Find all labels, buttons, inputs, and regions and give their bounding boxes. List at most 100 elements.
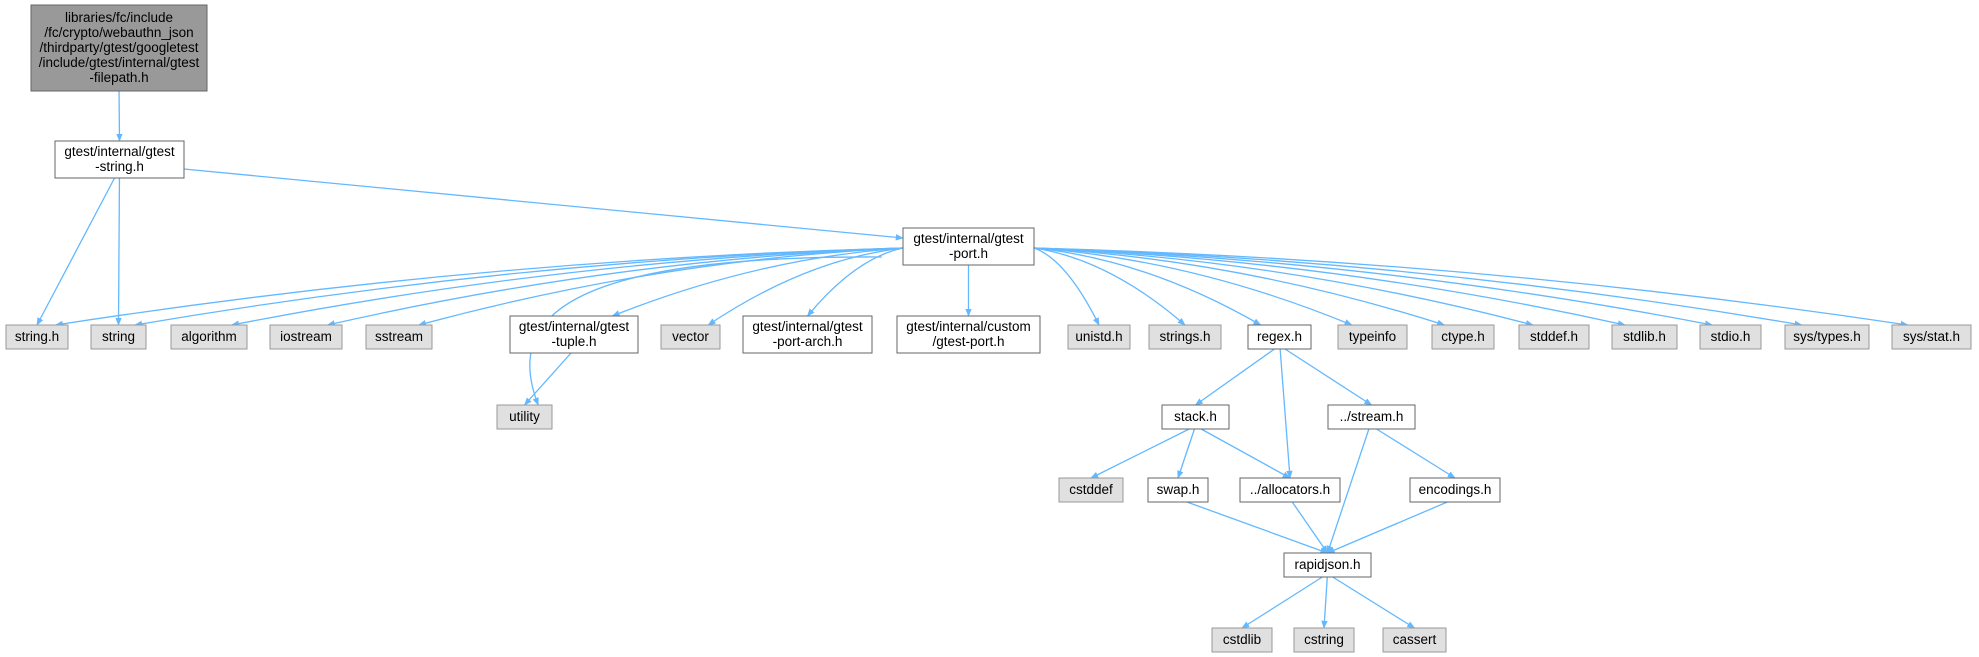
node-sstream-label-line: sstream (375, 329, 423, 344)
node-gport[interactable]: gtest/internal/gtest-port.h (902, 227, 1035, 266)
node-sysstat[interactable]: sys/stat.h (1891, 324, 1972, 350)
node-cstring-label-line: cstring (1304, 632, 1344, 647)
node-stddef-box (1518, 324, 1590, 350)
edge-stack-to-swap (1177, 428, 1196, 479)
node-stack-box (1161, 404, 1230, 430)
node-cstdlib-box (1211, 627, 1273, 653)
edge-stream-to-rapidjson (1326, 428, 1370, 554)
edge-gport-to-stddef (1033, 247, 1534, 327)
edge-gport-to-tuple (611, 247, 904, 317)
node-cstdlib[interactable]: cstdlib (1211, 627, 1273, 653)
node-utility[interactable]: utility (496, 404, 553, 430)
node-typeinfo-label-line: typeinfo (1349, 329, 1396, 344)
node-systypes[interactable]: sys/types.h (1784, 324, 1870, 350)
node-cassert[interactable]: cassert (1382, 627, 1447, 653)
node-swap-label-line: swap.h (1157, 482, 1200, 497)
edge-gport-to-string (134, 247, 904, 327)
node-stdlib[interactable]: stdlib.h (1611, 324, 1678, 350)
edge-gport-to-ctype (1033, 247, 1446, 326)
node-allocators-label-line: ../allocators.h (1250, 482, 1330, 497)
node-custom[interactable]: gtest/internal/custom/gtest-port.h (896, 315, 1041, 354)
node-string[interactable]: string (90, 324, 147, 350)
node-unistd[interactable]: unistd.h (1067, 324, 1131, 350)
node-gstring[interactable]: gtest/internal/gtest-string.h (54, 140, 185, 179)
node-portarch[interactable]: gtest/internal/gtest-port-arch.h (742, 315, 873, 354)
node-rapidjson[interactable]: rapidjson.h (1283, 552, 1372, 578)
edge-gport-to-stdlib (1033, 247, 1626, 327)
node-strings_h[interactable]: strings.h (1148, 324, 1222, 350)
node-stdlib-label-line: stdlib.h (1623, 329, 1666, 344)
node-string_h[interactable]: string.h (5, 324, 69, 350)
node-cassert-label-line: cassert (1393, 632, 1437, 647)
node-encodings[interactable]: encodings.h (1409, 477, 1501, 503)
node-stddef-label-line: stddef.h (1530, 329, 1578, 344)
node-gstring-box (54, 140, 185, 179)
node-cstring[interactable]: cstring (1293, 627, 1355, 653)
node-regex-box (1247, 324, 1312, 350)
node-tuple-box (509, 315, 639, 354)
node-root-label-line: /fc/crypto/webauthn_json (44, 25, 193, 40)
node-tuple-label-line: -tuple.h (551, 334, 596, 349)
node-cstring-box (1293, 627, 1355, 653)
edge-rapidjson-to-cstring (1321, 576, 1328, 629)
node-rapidjson-label-line: rapidjson.h (1294, 557, 1360, 572)
edge-gport-to-vector (707, 247, 904, 326)
node-utility-box (496, 404, 553, 430)
node-regex[interactable]: regex.h (1247, 324, 1312, 350)
node-vector[interactable]: vector (660, 324, 721, 350)
node-allocators[interactable]: ../allocators.h (1239, 477, 1341, 503)
node-portarch-label-line: gtest/internal/gtest (752, 319, 863, 334)
node-stack[interactable]: stack.h (1161, 404, 1230, 430)
node-ctype-label-line: ctype.h (1441, 329, 1485, 344)
node-tuple[interactable]: gtest/internal/gtest-tuple.h (509, 315, 639, 354)
node-custom-label-line: /gtest-port.h (932, 334, 1004, 349)
node-algorithm[interactable]: algorithm (170, 324, 248, 350)
node-iostream[interactable]: iostream (269, 324, 343, 350)
node-gstring-label-line: -string.h (95, 159, 144, 174)
node-portarch-label-line: -port-arch.h (773, 334, 843, 349)
node-ctype[interactable]: ctype.h (1431, 324, 1495, 350)
edge-gstring-to-string (115, 177, 122, 326)
node-string-box (90, 324, 147, 350)
node-gport-label-line: gtest/internal/gtest (913, 231, 1024, 246)
node-utility-label-line: utility (509, 409, 540, 424)
node-iostream-label-line: iostream (280, 329, 332, 344)
edge-gport-to-sysstat (1033, 247, 1909, 328)
node-cstddef[interactable]: cstddef (1058, 477, 1124, 503)
node-stdio[interactable]: stdio.h (1699, 324, 1762, 350)
node-systypes-box (1784, 324, 1870, 350)
node-root-box (30, 4, 208, 92)
edge-gport-to-sstream (418, 247, 904, 327)
edge-gport-to-strings_h (1033, 247, 1186, 326)
edge-gstring-to-string_h (36, 177, 116, 326)
node-stream[interactable]: ../stream.h (1327, 404, 1416, 430)
node-algorithm-box (170, 324, 248, 350)
node-swap-box (1147, 477, 1209, 503)
node-root[interactable]: libraries/fc/include/fc/crypto/webauthn_… (30, 4, 208, 92)
node-ctype-box (1431, 324, 1495, 350)
node-vector-label-line: vector (672, 329, 709, 344)
node-tuple-label-line: gtest/internal/gtest (519, 319, 630, 334)
node-typeinfo[interactable]: typeinfo (1337, 324, 1408, 350)
edge-stream-to-encodings (1376, 428, 1456, 479)
node-stream-box (1327, 404, 1416, 430)
node-swap[interactable]: swap.h (1147, 477, 1209, 503)
edge-regex-to-stack (1194, 348, 1275, 406)
node-root-label-line: /include/gtest/internal/gtest (39, 55, 200, 70)
node-strings_h-label-line: strings.h (1159, 329, 1210, 344)
node-cstdlib-label-line: cstdlib (1223, 632, 1261, 647)
edge-swap-to-rapidjson (1186, 501, 1329, 554)
edge-regex-to-allocators (1279, 348, 1293, 479)
node-gport-box (902, 227, 1035, 266)
node-vector-box (660, 324, 721, 350)
node-algorithm-label-line: algorithm (181, 329, 237, 344)
node-regex-label-line: regex.h (1257, 329, 1302, 344)
edge-rapidjson-to-cstdlib (1241, 576, 1323, 629)
edge-tuple-to-utility (523, 352, 572, 406)
edge-rapidjson-to-cassert (1332, 576, 1416, 629)
node-allocators-box (1239, 477, 1341, 503)
edge-gstring-to-gport (183, 168, 904, 241)
node-sstream[interactable]: sstream (365, 324, 433, 350)
node-stddef[interactable]: stddef.h (1518, 324, 1590, 350)
